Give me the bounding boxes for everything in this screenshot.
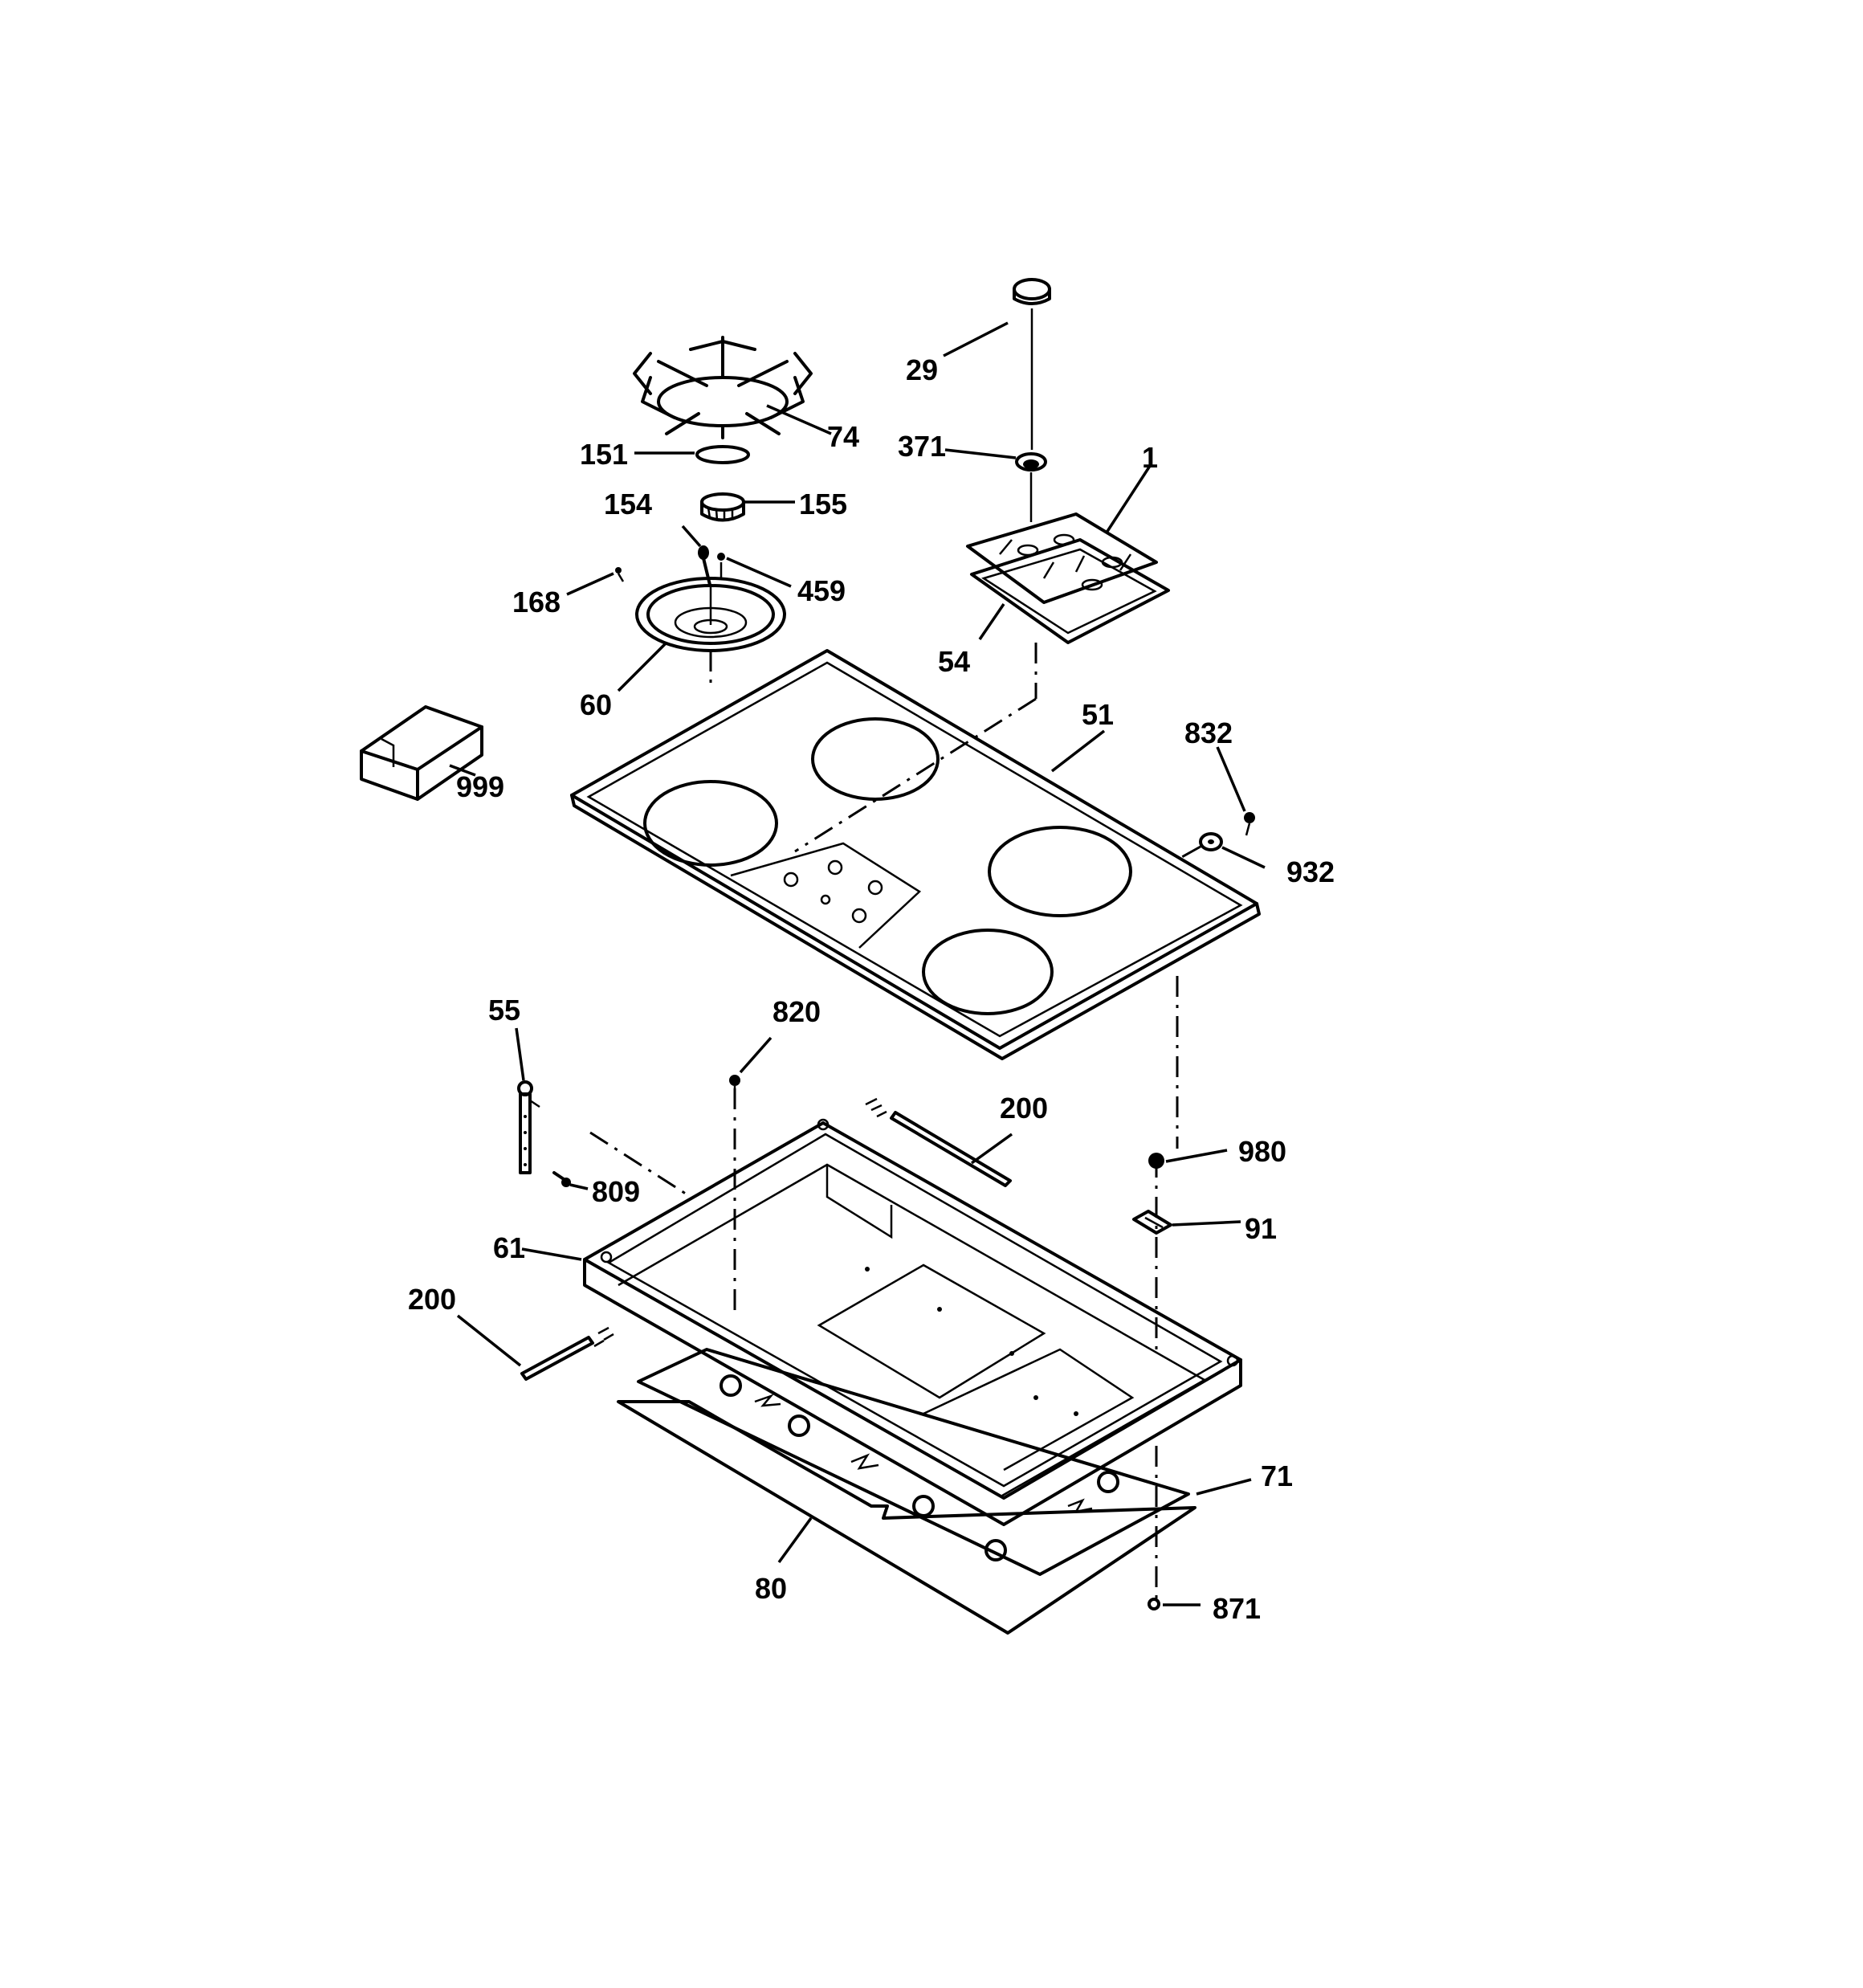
mounting-bracket: [517, 1080, 540, 1174]
callout-168: 168: [512, 586, 561, 618]
panel-gasket: [794, 538, 1170, 853]
burner-grate: [633, 336, 813, 439]
trim-strip-upper: [865, 1097, 1012, 1187]
burner-base: [635, 577, 786, 691]
callout-54: 54: [938, 645, 970, 678]
burner-head: [700, 492, 745, 522]
callout-74: 74: [827, 420, 859, 453]
callout-80: 80: [755, 1572, 787, 1605]
callout-459: 459: [797, 574, 846, 607]
callout-61: 61: [493, 1231, 525, 1264]
control-panel-plate: [966, 512, 1158, 604]
control-knob: [1013, 278, 1051, 450]
bottom-panel: [617, 1400, 1196, 1635]
burner-box: [583, 1118, 1242, 1526]
callout-980: 980: [1238, 1135, 1286, 1168]
callout-999: 999: [456, 770, 504, 803]
callout-200-left: 200: [408, 1283, 456, 1316]
screw-820: [729, 1075, 740, 1092]
burner-cap-ring: [695, 445, 750, 464]
screw-832: [1244, 812, 1255, 836]
leader-lines: [449, 321, 1266, 1606]
callout-820: 820: [773, 995, 821, 1028]
igniter-electrode: [698, 545, 711, 586]
screw-809: [552, 1171, 571, 1187]
callout-51: 51: [1082, 698, 1114, 731]
callout-809: 809: [592, 1175, 640, 1208]
callout-155: 155: [799, 488, 847, 520]
callout-1: 1: [1142, 441, 1158, 474]
washer-932: [1180, 832, 1223, 859]
callout-871: 871: [1213, 1592, 1261, 1625]
cooktop-top: [570, 649, 1261, 1060]
trim-strip-lower: [520, 1326, 614, 1381]
screw-459: [717, 553, 725, 578]
callout-151: 151: [580, 438, 628, 471]
callout-200-top: 200: [1000, 1092, 1048, 1125]
knob-bezel: [1015, 452, 1047, 522]
screw-871: [1148, 1598, 1160, 1610]
screw-168: [615, 567, 625, 582]
callout-55: 55: [488, 994, 520, 1027]
callout-371: 371: [898, 430, 946, 463]
grommet-980: [1148, 1153, 1164, 1169]
callout-71: 71: [1261, 1459, 1293, 1492]
literature-box: [360, 705, 483, 801]
callout-29: 29: [906, 353, 938, 386]
callout-832: 832: [1184, 716, 1233, 749]
callout-932: 932: [1286, 855, 1335, 888]
callout-60: 60: [580, 688, 612, 721]
callout-154: 154: [604, 488, 652, 520]
callout-91: 91: [1245, 1212, 1277, 1245]
clip-91: [1132, 1210, 1172, 1235]
